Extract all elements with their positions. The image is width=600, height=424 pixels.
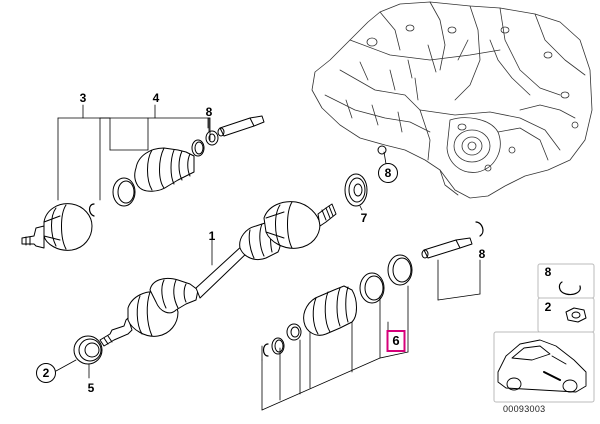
callout-6-highlighted[interactable]: 6: [386, 330, 406, 352]
sealing-ring-part: [377, 145, 387, 155]
small-ring-part: [205, 130, 219, 146]
seal-ring-part-7: [344, 173, 368, 207]
drawing-reference-number: 00093003: [503, 404, 546, 414]
callout-8-circled: 8: [378, 163, 398, 183]
callout-4: 4: [152, 91, 160, 105]
leader-line: [359, 205, 363, 211]
transmission-housing: [311, 1, 593, 199]
callout-bracket-lines: [57, 104, 211, 201]
leader-line: [55, 359, 77, 372]
circlip-part: [88, 203, 95, 217]
vehicle-locator-icon: [497, 339, 587, 393]
callout-2-circled: 2: [36, 363, 56, 383]
circlip-icon: [558, 281, 581, 296]
callout-8-right: 8: [478, 247, 486, 261]
circlip-part: [475, 221, 484, 237]
grease-tube-part: [217, 115, 265, 137]
drive-shaft: [99, 201, 337, 347]
callout-1: 1: [208, 229, 216, 243]
grease-tube-part: [421, 237, 473, 259]
clamp-ring-part: [112, 177, 136, 207]
small-ring-part: [286, 323, 302, 341]
seal-ring-part-5: [73, 335, 103, 365]
callout-7: 7: [360, 211, 368, 225]
callout-8-top: 8: [205, 105, 213, 119]
callout-5: 5: [87, 381, 95, 395]
outer-cv-joint: [21, 203, 93, 251]
callout-bracket-lines: [261, 259, 481, 411]
joint-boot-part: [134, 147, 195, 192]
callout-3: 3: [79, 91, 87, 105]
legend-item-2: 2: [544, 300, 552, 314]
small-clamp-part: [271, 337, 285, 355]
circlip-part: [262, 343, 269, 357]
joint-boot-part: [303, 285, 357, 336]
small-clamp-part: [191, 139, 205, 157]
nut-icon: [565, 307, 587, 323]
legend-item-8: 8: [544, 265, 552, 279]
clamp-ring-part: [359, 272, 385, 304]
leader-line: [383, 151, 387, 165]
clamp-ring-part: [387, 254, 413, 286]
